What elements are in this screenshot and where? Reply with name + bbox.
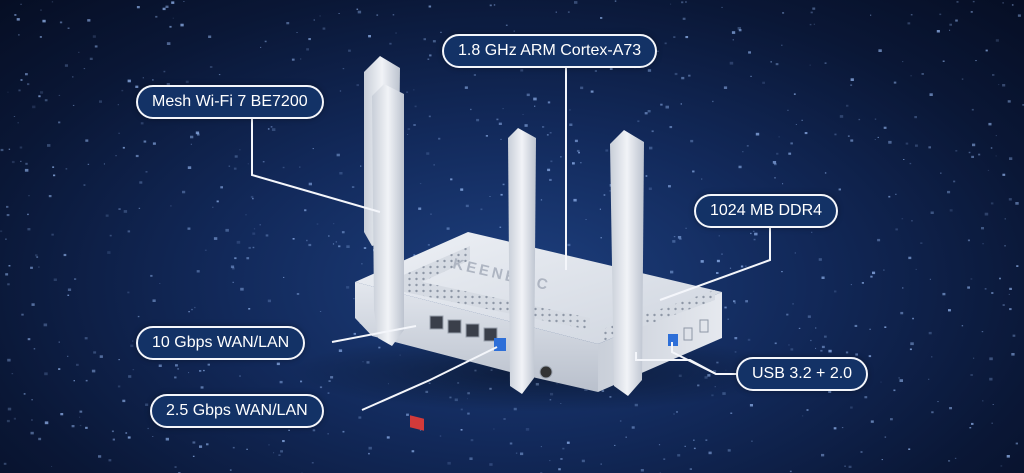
callout-cpu: 1.8 GHz ARM Cortex-A73	[442, 34, 658, 68]
callout-wifi: Mesh Wi-Fi 7 BE7200	[136, 85, 324, 119]
leader-wan10	[331, 325, 417, 343]
leader-ram	[659, 228, 771, 301]
lan-ports	[429, 315, 498, 342]
leader-usb-2	[671, 342, 717, 375]
leader-wifi	[251, 118, 381, 213]
leader-wan25	[361, 346, 498, 411]
front-antennas	[372, 84, 644, 396]
usb-3-port	[668, 334, 678, 346]
callout-usb: USB 3.2 + 2.0	[736, 357, 869, 391]
callout-ram: 1024 MB DDR4	[694, 194, 839, 228]
callout-wan10: 10 Gbps WAN/LAN	[136, 326, 306, 360]
callout-wan25: 2.5 Gbps WAN/LAN	[150, 394, 324, 428]
leader-usb	[635, 352, 736, 375]
power-jack	[539, 365, 553, 379]
port-10g	[410, 415, 424, 431]
